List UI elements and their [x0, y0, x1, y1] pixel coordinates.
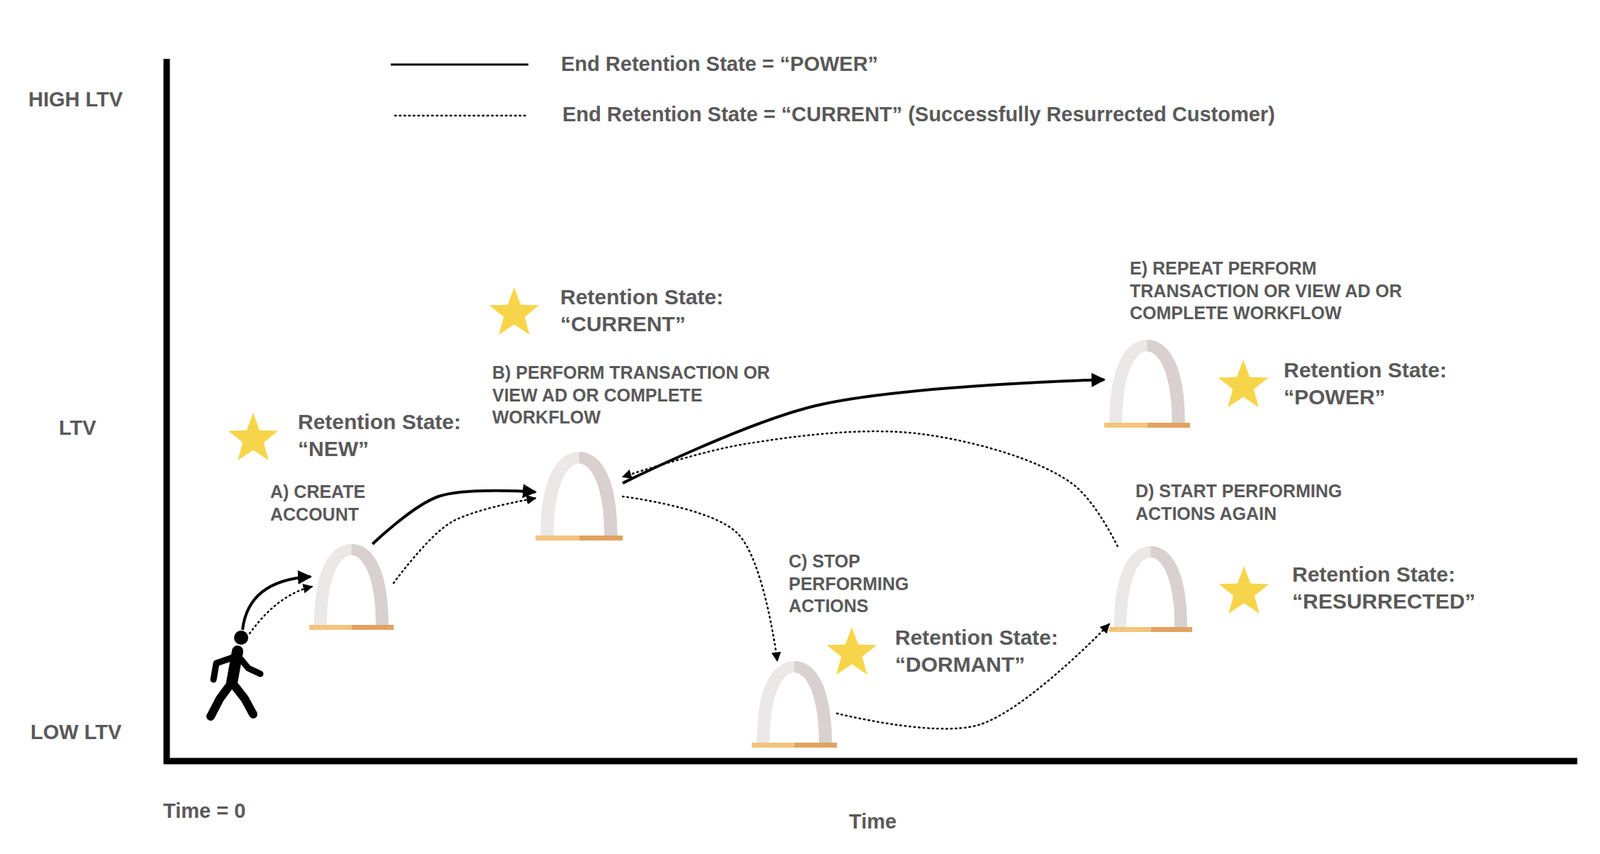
arch-base: [309, 624, 352, 630]
arch-shade: [1147, 339, 1186, 423]
star-shape: [826, 626, 877, 675]
axis-label: Time: [848, 809, 897, 835]
arch-base: [1147, 422, 1191, 428]
arch-body: [1109, 339, 1185, 423]
start-arrow-solid: [242, 576, 311, 630]
arch-icon: [309, 543, 394, 631]
arch-base: [1109, 626, 1152, 632]
star-icon: [487, 287, 541, 340]
star-shape: [489, 287, 540, 335]
arch-icon: [535, 451, 623, 542]
step-label: E) REPEAT PERFORM TRANSACTION OR VIEW AD…: [1129, 257, 1418, 325]
star-icon: [226, 412, 280, 466]
axis-label: Time = 0: [163, 798, 246, 824]
arch-icon: [1109, 546, 1193, 633]
stage-arch: B) PERFORM TRANSACTION OR VIEW AD OR COM…: [535, 451, 623, 542]
stage-arch: A) CREATE ACCOUNTRetention State: “NEW”: [309, 543, 394, 631]
arch-base: [1104, 422, 1148, 428]
start-arrow-dotted: [249, 586, 313, 634]
legend-solid-sample: [390, 63, 529, 66]
flow-arrow: [622, 496, 778, 661]
step-label: D) START PERFORMING ACTIONS AGAIN: [1135, 480, 1356, 525]
star-icon: [825, 626, 879, 680]
arch-base: [794, 742, 837, 748]
retention-state: Retention State: “NEW”: [297, 408, 497, 462]
star-shape: [228, 412, 279, 461]
star-icon: [1217, 565, 1271, 619]
step-label: C) STOP PERFORMING ACTIONS: [788, 550, 931, 618]
walking-person: [210, 630, 261, 717]
retention-state: Retention State: “DORMANT”: [895, 624, 1094, 678]
flow-arrow: [372, 490, 536, 544]
retention-state: Retention State: “CURRENT”: [560, 283, 759, 337]
star-shape: [1218, 359, 1269, 408]
legend-label: End Retention State = “CURRENT” (Success…: [562, 102, 1276, 127]
x-axis: [163, 758, 1578, 765]
step-label: A) CREATE ACCOUNT: [270, 480, 384, 526]
legend-dotted-sample: [395, 114, 526, 118]
arch-shade: [351, 543, 389, 625]
stage-arch: E) REPEAT PERFORM TRANSACTION OR VIEW AD…: [1104, 339, 1191, 429]
arch-body: [756, 660, 832, 743]
axis-label: LTV: [58, 415, 97, 441]
star-shape: [1219, 565, 1269, 614]
arch-base: [579, 535, 624, 541]
arch-body: [540, 451, 618, 536]
star-icon: [1217, 359, 1270, 413]
arch-body: [1114, 546, 1188, 627]
arch-shade: [794, 660, 832, 743]
stage-arch: D) START PERFORMING ACTIONS AGAINRetenti…: [1109, 546, 1193, 633]
flow-arrow: [836, 624, 1110, 730]
flow-arrow: [622, 431, 1118, 547]
arch-base: [751, 742, 795, 748]
step-label: B) PERFORM TRANSACTION OR VIEW AD OR COM…: [492, 361, 780, 430]
axis-label: HIGH LTV: [28, 87, 123, 113]
axis-label: LOW LTV: [30, 719, 122, 745]
arch-icon: [751, 660, 837, 749]
arch-base: [351, 624, 395, 630]
retention-state: Retention State: “RESURRECTED”: [1292, 560, 1491, 615]
arch-body: [314, 543, 389, 625]
flow-arrow: [393, 498, 536, 583]
arch-shade: [1151, 546, 1188, 627]
y-axis: [163, 58, 171, 764]
arch-base: [535, 535, 580, 541]
arch-shade: [579, 451, 618, 536]
legend-label: End Retention State = “POWER”: [560, 51, 879, 77]
retention-state: Retention State: “POWER”: [1283, 356, 1483, 410]
stage-arch: C) STOP PERFORMING ACTIONSRetention Stat…: [751, 660, 837, 749]
arch-base: [1151, 626, 1193, 632]
arch-icon: [1104, 339, 1191, 429]
